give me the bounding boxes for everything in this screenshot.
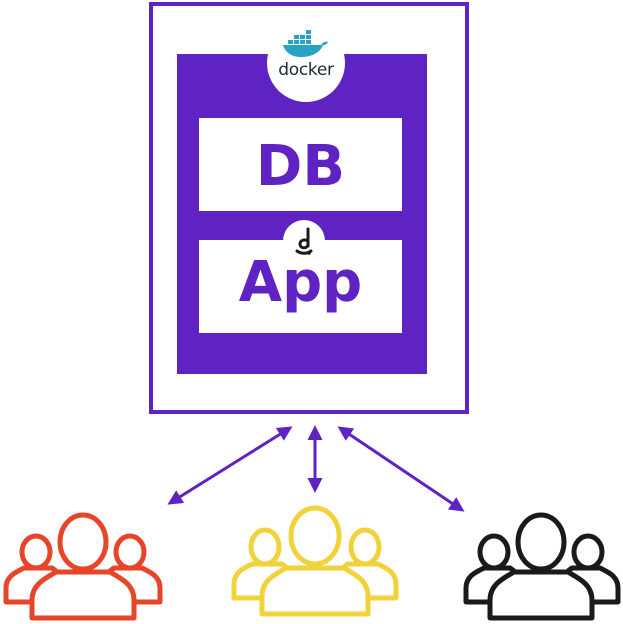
users-group-middle [231,505,399,617]
docker-badge: docker [267,24,345,102]
users-group-left [3,512,163,621]
arrow-left [167,426,293,505]
docker-label: docker [278,60,334,80]
link-d-icon [295,227,313,255]
db-label: DB [255,134,346,199]
docker-whale-icon [283,30,328,57]
arrow-right [337,426,465,512]
users-group-right [463,512,621,621]
link-badge [283,220,325,262]
db-box: DB [199,118,402,211]
